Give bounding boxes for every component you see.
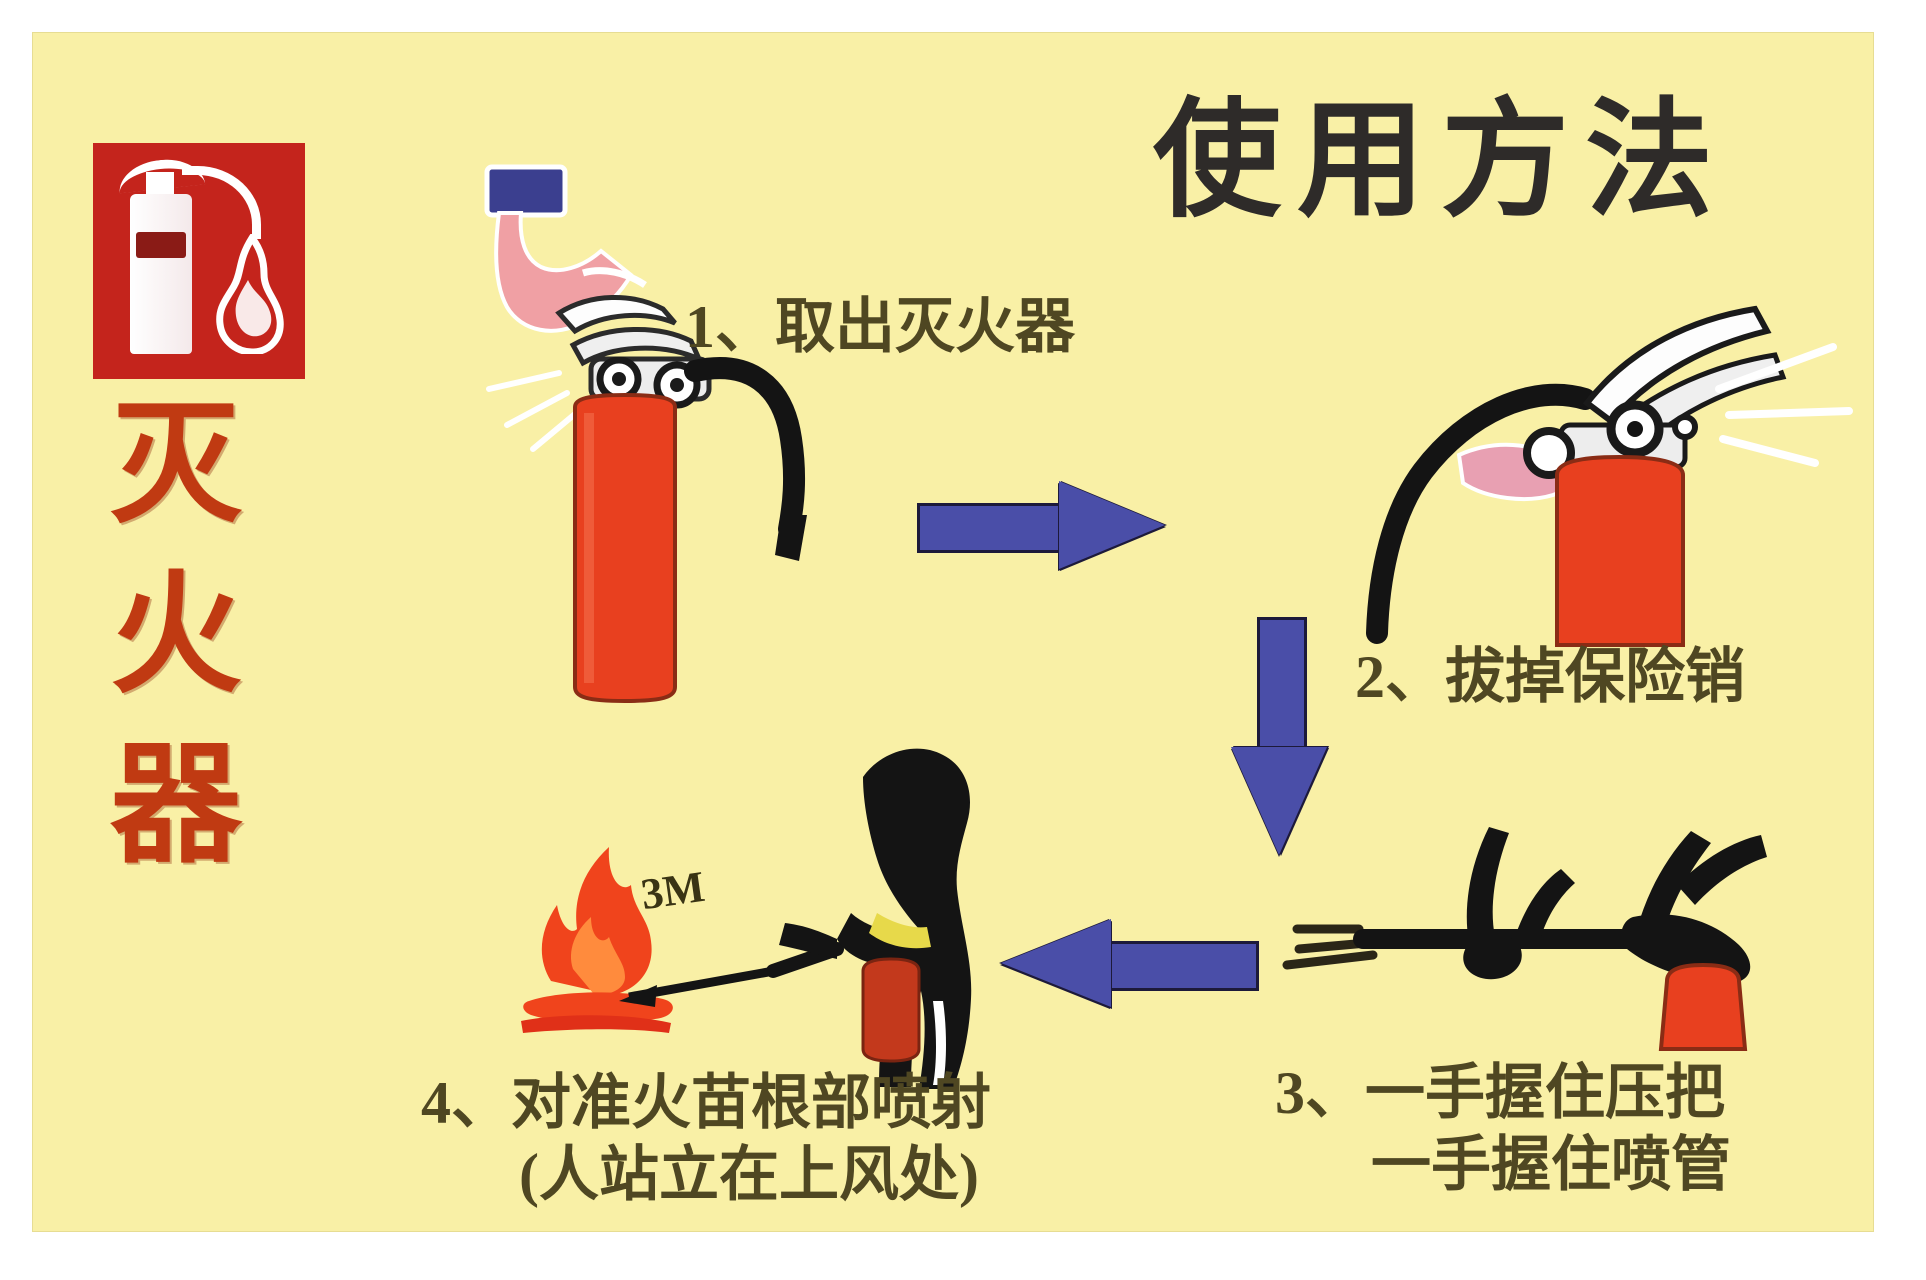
sign-label-band-icon <box>136 232 186 258</box>
sign-hose-icon <box>182 166 261 239</box>
step-4-caption: 4、对准火苗根部喷射 (人站立在上风处) <box>421 1067 991 1211</box>
vertical-title-char-1: 灭 <box>110 392 242 539</box>
sign-cylinder-icon <box>130 194 192 354</box>
step-4-caption-line-2: (人站立在上风处) <box>519 1142 979 1208</box>
arrow-left-head <box>1001 919 1111 1007</box>
arrow-right-shaft <box>917 503 1073 553</box>
arrow-left-icon <box>1001 913 1261 1023</box>
step-4-caption-line-1: 4、对准火苗根部喷射 <box>421 1070 991 1136</box>
step-1-caption: 1、取出灭火器 <box>685 294 1075 360</box>
illustration-step-1 <box>463 163 883 843</box>
arrow-left-shaft <box>1105 941 1259 991</box>
sign-flame-icon <box>216 234 284 354</box>
arrow-down-head <box>1231 747 1327 855</box>
arrow-right-icon <box>913 473 1173 583</box>
arrow-down-icon <box>1229 615 1349 855</box>
step-3-caption-line-2: 一手握住喷管 <box>1371 1132 1731 1198</box>
vertical-title-char-3: 器 <box>110 732 242 879</box>
arrow-right-head <box>1059 481 1165 569</box>
arrow-down-shaft <box>1257 617 1307 763</box>
illustration-step-4 <box>433 733 1013 1113</box>
step-2-caption: 2、拔掉保险销 <box>1355 644 1745 710</box>
fire-extinguisher-sign-badge <box>93 143 305 379</box>
vertical-title-char-2: 火 <box>110 562 242 709</box>
distance-label: 3M <box>637 861 708 920</box>
step-3-caption-line-1: 3、一手握住压把 <box>1275 1060 1725 1126</box>
illustration-step-2 <box>1363 303 1873 653</box>
poster: 灭 火 器 使用方法 <box>33 33 1873 1231</box>
step-3-caption: 3、一手握住压把 一手握住喷管 <box>1275 1057 1731 1201</box>
illustration-step-3 <box>1263 813 1843 1083</box>
page-title: 使用方法 <box>1153 90 1730 232</box>
vertical-title: 灭 火 器 <box>81 381 271 891</box>
